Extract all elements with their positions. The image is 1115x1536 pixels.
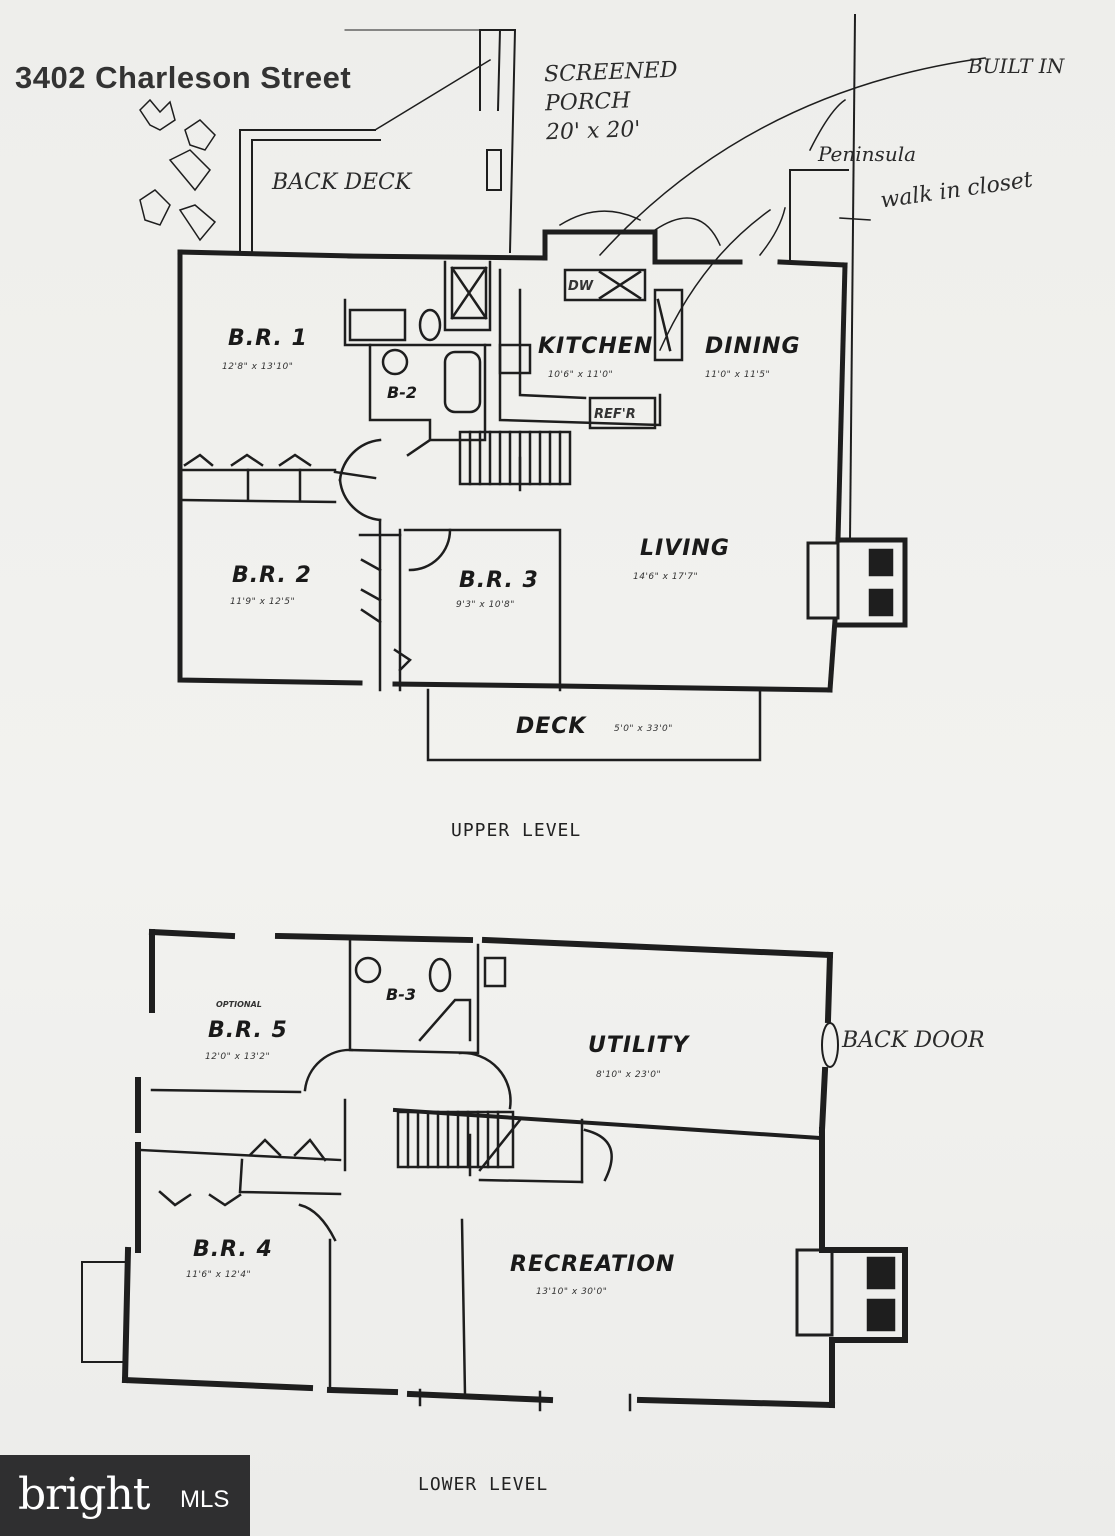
back-door-note: BACK DOOR [842,1028,985,1053]
upper-level-caption: UPPER LEVEL [451,820,582,841]
bath-b2-label: B-2 [387,383,417,402]
deck-label: DECK [516,714,587,739]
built-in-note: BUILT IN [968,54,1065,78]
br1-label: B.R. 1 [228,326,308,351]
screened-porch-note: SCREENED PORCH 20' x 20' [543,57,678,146]
logo-suffix: MLS [180,1486,230,1513]
logo-brand: bright [18,1469,150,1520]
br4-dims: 11'6" x 12'4" [186,1270,252,1280]
bright-mls-logo: bright MLS [0,1455,250,1536]
br4-label: B.R. 4 [193,1237,273,1262]
dishwasher-label: DW [568,279,594,294]
lower-level-caption: LOWER LEVEL [418,1474,549,1495]
back-deck-note: BACK DECK [272,170,412,195]
kitchen-dims: 10'6" x 11'0" [548,370,614,380]
plant-sketches [139,98,217,242]
address-title: 3402 Charleson Street [15,60,352,95]
living-dims: 14'6" x 17'7" [633,572,699,582]
br2-dims: 11'9" x 12'5" [230,597,296,607]
br2-label: B.R. 2 [232,563,312,588]
br5-label: B.R. 5 [208,1018,288,1043]
br3-label: B.R. 3 [459,568,539,593]
br3-dims: 9'3" x 10'8" [456,600,515,610]
dining-label: DINING [705,334,801,359]
kitchen-label: KITCHEN [538,334,654,359]
br1-dims: 12'8" x 13'10" [222,362,294,372]
refrigerator-label: REF'R [594,407,636,422]
peninsula-note: Peninsula [818,142,917,166]
recreation-label: RECREATION [510,1252,676,1277]
living-label: LIVING [640,536,730,561]
upper-level-interior [178,13,986,762]
optional-note: OPTIONAL [216,1000,262,1009]
upper-level-walls [177,229,848,693]
utility-label: UTILITY [588,1033,690,1058]
deck-dims: 5'0" x 33'0" [614,724,673,734]
utility-dims: 8'10" x 23'0" [596,1070,662,1080]
br5-dims: 12'0" x 13'2" [205,1052,271,1062]
recreation-dims: 13'10" x 30'0" [536,1287,608,1297]
dining-dims: 11'0" x 11'5" [705,370,771,380]
bath-b3-label: B-3 [386,985,416,1004]
lower-level-interior [81,938,896,1412]
